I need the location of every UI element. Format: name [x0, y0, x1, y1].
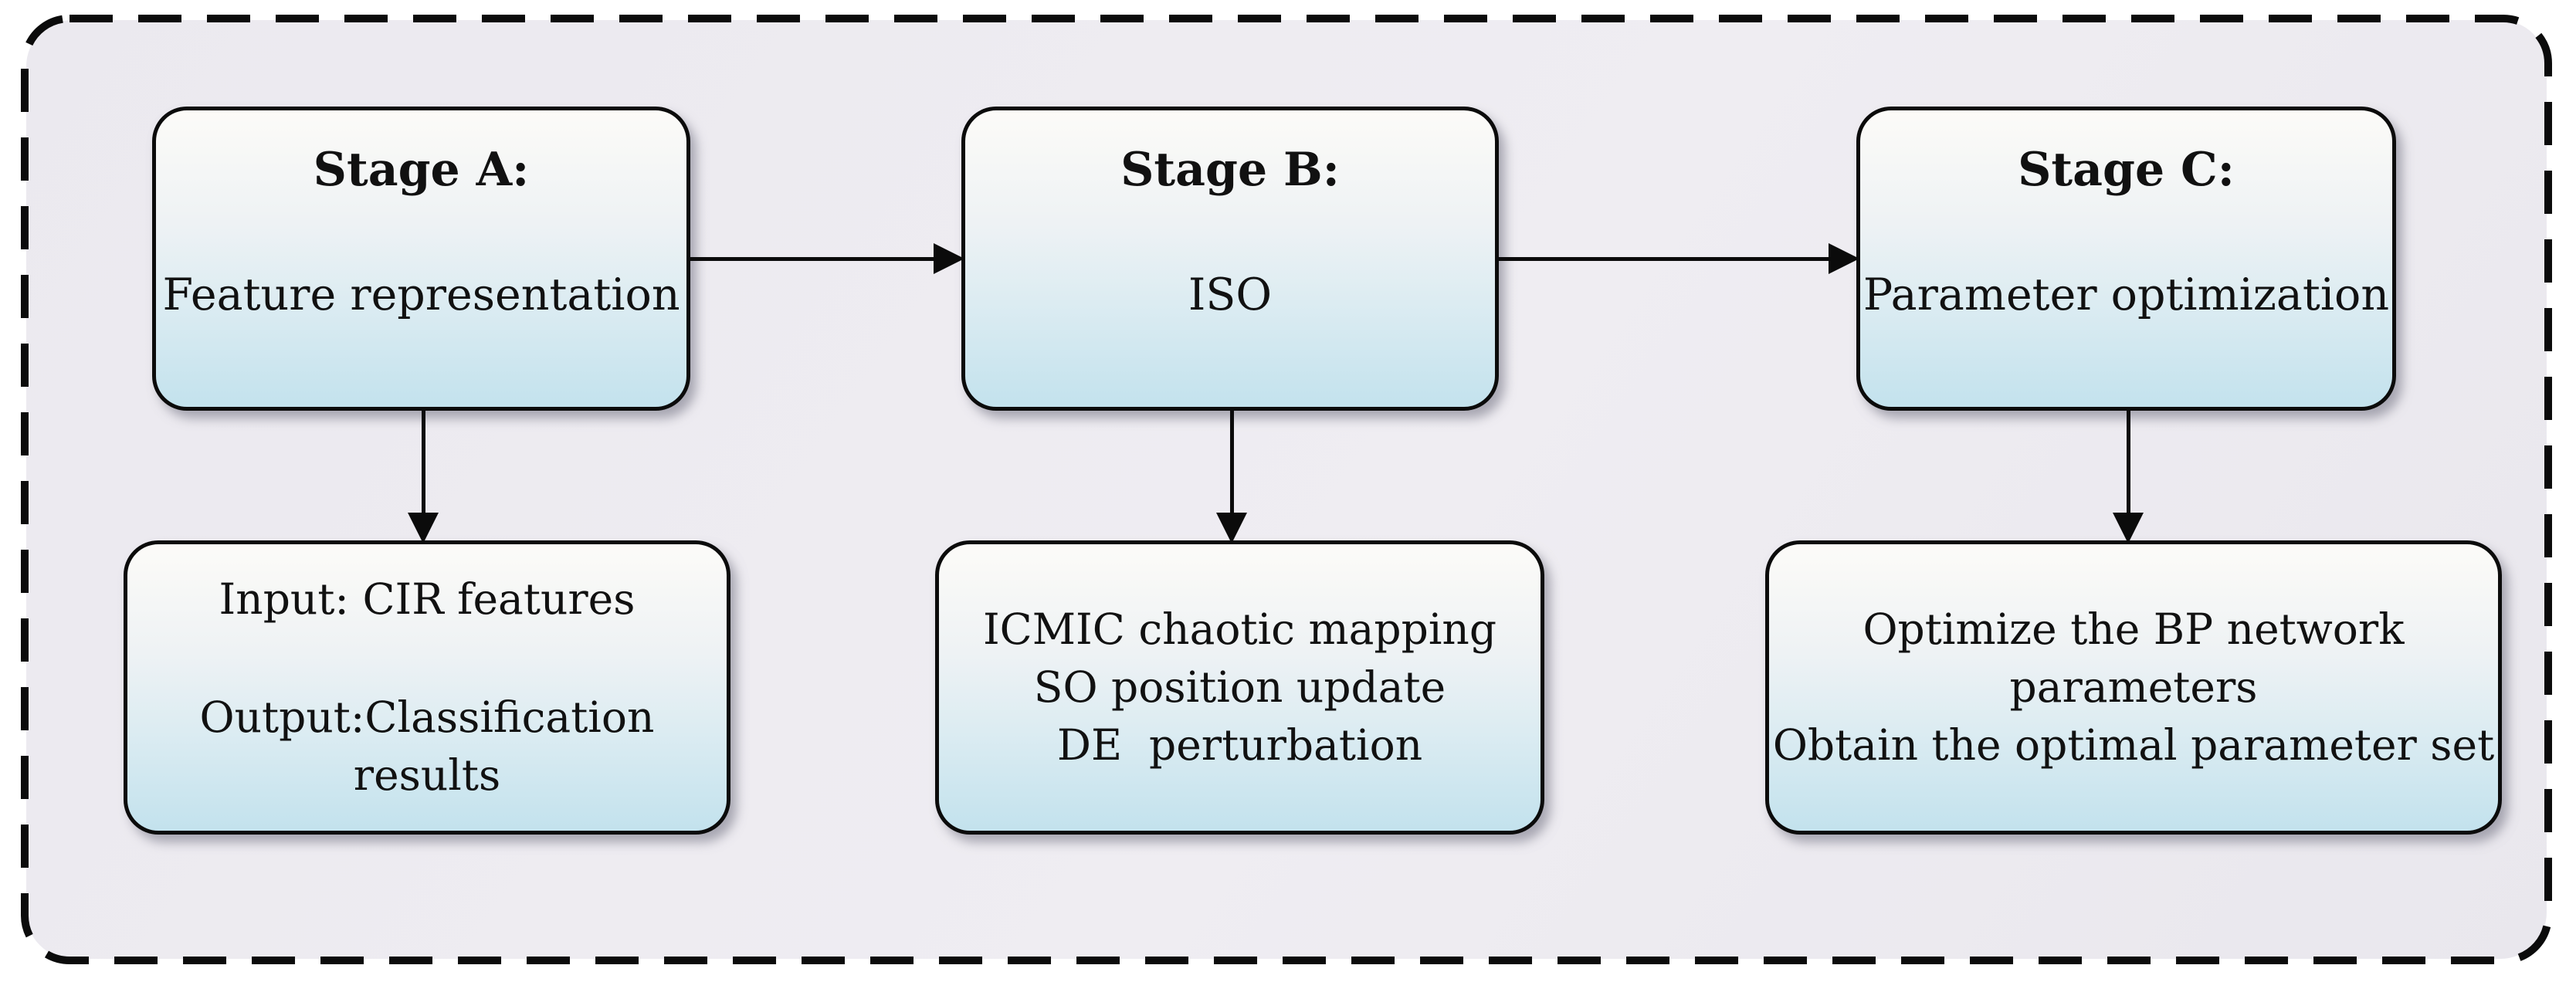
- detail-line: SO position update: [1033, 662, 1446, 712]
- stage-b-title: Stage B:: [1120, 143, 1340, 197]
- stage-b-detail-box: ICMIC chaotic mapping SO position update…: [935, 540, 1544, 835]
- stage-a-title: Stage A:: [313, 143, 530, 197]
- stage-c-box: Stage C: Parameter optimization: [1856, 107, 2396, 411]
- detail-line: Output:Classification results: [199, 692, 668, 800]
- detail-line: Input: CIR features: [219, 574, 636, 624]
- arrow-stage-a-to-b: [690, 242, 964, 276]
- arrow-shaft: [422, 411, 425, 519]
- stage-a-box: Stage A: Feature representation: [152, 107, 690, 411]
- arrow-shaft: [690, 257, 940, 261]
- stage-b-box: Stage B: ISO: [961, 107, 1499, 411]
- arrow-shaft: [2127, 411, 2130, 519]
- arrow-shaft: [1499, 257, 1835, 261]
- arrowhead-down-icon: [1216, 513, 1247, 543]
- arrow-stage-c-down: [2111, 411, 2145, 543]
- stage-b-subtitle: ISO: [1188, 269, 1273, 320]
- stage-a-subtitle: Feature representation: [162, 269, 680, 320]
- stage-c-detail-box: Optimize the BP network parameters Obtai…: [1765, 540, 2502, 835]
- arrow-stage-b-down: [1215, 411, 1249, 543]
- arrowhead-right-icon: [1829, 243, 1859, 274]
- detail-line: ICMIC chaotic mapping: [982, 604, 1497, 654]
- detail-line: Obtain the optimal parameter set: [1772, 720, 2495, 770]
- arrow-stage-a-down: [406, 411, 440, 543]
- stage-c-subtitle: Parameter optimization: [1863, 269, 2390, 320]
- stage-a-detail-box: Input: CIR features Output:Classificatio…: [124, 540, 730, 835]
- detail-line: DE perturbation: [1056, 720, 1423, 770]
- arrow-stage-b-to-c: [1499, 242, 1859, 276]
- arrow-shaft: [1230, 411, 1234, 519]
- arrowhead-right-icon: [934, 243, 964, 274]
- arrowhead-down-icon: [2113, 513, 2144, 543]
- arrowhead-down-icon: [408, 513, 439, 543]
- stage-c-title: Stage C:: [2018, 143, 2235, 197]
- detail-line: Optimize the BP network parameters: [1863, 604, 2418, 712]
